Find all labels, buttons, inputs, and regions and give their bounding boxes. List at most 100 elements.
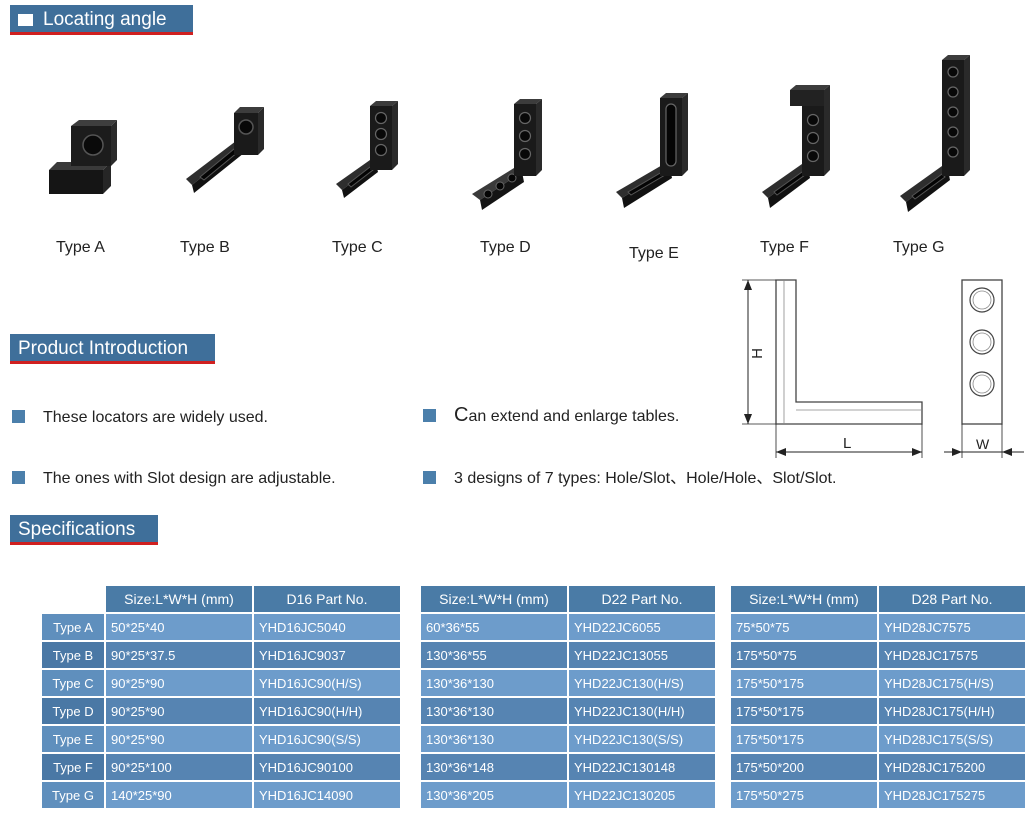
- part-no-cell: YHD22JC6055: [569, 614, 715, 640]
- product-image-type-b: [186, 107, 264, 193]
- type-label-g: Type G: [893, 239, 945, 256]
- column-header: Size:L*W*H (mm): [421, 586, 567, 612]
- size-cell: 130*36*55: [421, 642, 567, 668]
- size-cell: 175*50*175: [731, 726, 877, 752]
- type-cell: Type A: [42, 614, 104, 640]
- section-header-product-introduction: Product Introduction: [10, 334, 215, 364]
- size-cell: 90*25*100: [106, 754, 252, 780]
- size-cell: 90*25*90: [106, 726, 252, 752]
- size-cell: 60*36*55: [421, 614, 567, 640]
- type-cell: Type F: [42, 754, 104, 780]
- part-no-cell: YHD28JC175(S/S): [879, 726, 1025, 752]
- section-header-locating-angle: Locating angle: [10, 5, 193, 35]
- part-no-cell: YHD22JC130(H/S): [569, 670, 715, 696]
- table-header-row: Size:L*W*H (mm) D22 Part No.: [421, 586, 715, 612]
- type-cell: Type E: [42, 726, 104, 752]
- size-cell: 175*50*175: [731, 670, 877, 696]
- dimension-label-l: L: [843, 435, 852, 452]
- table-header-row: Size:L*W*H (mm) D28 Part No.: [731, 586, 1025, 612]
- part-no-cell: YHD28JC175200: [879, 754, 1025, 780]
- size-cell: 130*36*130: [421, 698, 567, 724]
- section-title: Locating angle: [43, 9, 167, 30]
- bullet-text-initial: C: [454, 404, 469, 426]
- bullet-square-icon: [423, 409, 436, 422]
- bullet-square-icon: [423, 471, 436, 484]
- size-cell: 130*36*130: [421, 726, 567, 752]
- size-cell: 175*50*75: [731, 642, 877, 668]
- intro-bullet-2: Can extend and enlarge tables.: [423, 404, 680, 426]
- part-no-cell: YHD22JC130(S/S): [569, 726, 715, 752]
- size-cell: 175*50*275: [731, 782, 877, 808]
- part-no-cell: YHD16JC9037: [254, 642, 400, 668]
- part-no-cell: YHD28JC7575: [879, 614, 1025, 640]
- part-no-cell: YHD16JC90(S/S): [254, 726, 400, 752]
- part-no-cell: YHD22JC13055: [569, 642, 715, 668]
- intro-bullet-4: 3 designs of 7 types: Hole/Slot、Hole/Hol…: [423, 470, 836, 488]
- part-no-cell: YHD28JC175(H/H): [879, 698, 1025, 724]
- size-cell: 75*50*75: [731, 614, 877, 640]
- bullet-text: These locators are widely used.: [43, 409, 268, 426]
- part-no-cell: YHD22JC130(H/H): [569, 698, 715, 724]
- section-header-specifications: Specifications: [10, 515, 158, 545]
- type-label-d: Type D: [480, 239, 531, 256]
- size-cell: 90*25*37.5: [106, 642, 252, 668]
- part-no-cell: YHD22JC130205: [569, 782, 715, 808]
- bullet-text: an extend and enlarge tables.: [468, 408, 680, 425]
- size-cell: 50*25*40: [106, 614, 252, 640]
- part-no-cell: YHD28JC175275: [879, 782, 1025, 808]
- dimension-label-h: H: [748, 348, 766, 359]
- product-image-type-f: [762, 85, 830, 208]
- part-no-cell: YHD16JC90(H/S): [254, 670, 400, 696]
- part-no-cell: YHD16JC14090: [254, 782, 400, 808]
- column-header: D28 Part No.: [879, 586, 1025, 612]
- type-label-f: Type F: [760, 239, 809, 256]
- white-square-icon: [18, 14, 33, 26]
- size-cell: 130*36*130: [421, 670, 567, 696]
- type-cell: Type B: [42, 642, 104, 668]
- empty-corner-cell: [42, 586, 104, 612]
- size-cell: 175*50*175: [731, 698, 877, 724]
- type-cell: Type D: [42, 698, 104, 724]
- product-image-type-a: [49, 120, 117, 194]
- l-profile-outline: [775, 279, 923, 425]
- type-cell: Type G: [42, 782, 104, 808]
- product-image-type-d: [472, 99, 542, 210]
- section-title: Product Introduction: [18, 338, 189, 359]
- type-label-a: Type A: [56, 239, 105, 256]
- dimension-diagram: [742, 279, 1024, 458]
- bullet-text: 3 designs of 7 types: Hole/Slot、Hole/Hol…: [454, 470, 837, 487]
- dimension-label-w: W: [976, 436, 990, 452]
- part-no-cell: YHD16JC90(H/H): [254, 698, 400, 724]
- size-cell: 130*36*148: [421, 754, 567, 780]
- column-header: D16 Part No.: [254, 586, 400, 612]
- section-title: Specifications: [18, 519, 136, 540]
- part-no-cell: YHD28JC175(H/S): [879, 670, 1025, 696]
- part-no-cell: YHD16JC5040: [254, 614, 400, 640]
- size-cell: 140*25*90: [106, 782, 252, 808]
- bullet-square-icon: [12, 410, 25, 423]
- intro-bullet-1: These locators are widely used.: [12, 409, 268, 427]
- bullet-square-icon: [12, 471, 25, 484]
- size-cell: 175*50*200: [731, 754, 877, 780]
- size-cell: 90*25*90: [106, 670, 252, 696]
- size-cell: 130*36*205: [421, 782, 567, 808]
- product-image-type-e: [616, 93, 688, 208]
- size-cell: 90*25*90: [106, 698, 252, 724]
